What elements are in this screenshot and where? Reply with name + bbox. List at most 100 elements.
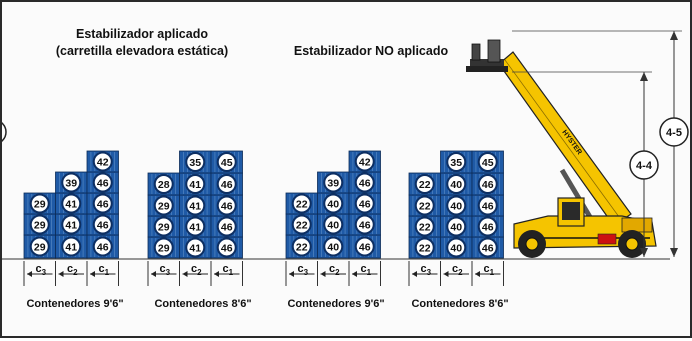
weight-badge [185,216,206,237]
weight-badge [477,174,498,194]
caption-stack-3: Contenedores 9'6" [287,298,384,310]
row-label-c3: c3 [297,263,308,277]
weight-badge [61,214,82,235]
weight-badge [414,216,435,237]
container: 22 [408,215,441,238]
weight-label: 40 [327,199,339,211]
weight-label: 46 [97,220,109,232]
row-label-c1: c1 [483,263,494,277]
container: 22 [285,234,318,259]
weight-badge [354,172,375,193]
weight-badge [216,152,237,172]
container: 28 [147,172,180,196]
weight-badge [185,152,206,172]
weight-badge [216,216,237,237]
weight-label: 35 [189,157,201,169]
container: 46 [210,236,243,259]
container: 41 [179,215,212,238]
weight-badge [477,152,498,172]
container: 40 [317,213,350,236]
container: 41 [55,213,88,236]
container: 22 [285,213,318,236]
container: 46 [348,171,381,194]
weight-label: 29 [34,220,46,232]
weight-label: 46 [359,242,371,254]
weight-badge [216,174,237,194]
weight-label: 22 [296,199,308,211]
spreader [466,39,508,72]
weight-label: 41 [65,199,77,211]
weight-badge [92,236,113,257]
container: 41 [179,236,212,259]
weight-label: 29 [34,199,46,211]
container: 46 [348,192,381,215]
weight-label: 40 [450,222,462,234]
weight-label: 41 [189,243,201,255]
weight-badge [29,236,50,257]
weight-label: 46 [97,242,109,254]
weight-label: 42 [359,157,371,169]
weight-badge [354,193,375,214]
weight-label: 40 [450,201,462,213]
container: 29 [147,236,180,259]
left-edge-marker [0,120,7,144]
weight-badge [414,174,435,194]
weight-label: 29 [158,201,170,213]
container: 46 [210,215,243,238]
weight-badge [354,236,375,257]
row-label-c1: c1 [222,263,233,277]
weight-badge [414,195,435,216]
container: 41 [179,194,212,217]
weight-label: 46 [359,220,371,232]
row-label-c2: c2 [329,263,340,277]
weight-label: 40 [450,179,462,191]
reach-stacker: HYSTER [466,39,657,258]
heading-left-line2: (carretilla elevadora estática) [56,44,228,58]
heading-right: Estabilizador NO aplicado [294,44,449,58]
container: 39 [55,171,88,194]
container: 45 [471,150,504,174]
weight-label: 42 [97,157,109,169]
dimension-outer-label: 4-5 [666,127,682,139]
weight-badge [291,214,312,235]
row-marker-group: c3 c2 c1 [147,261,243,286]
weight-label: 46 [482,222,494,234]
dimension-outer-badge [659,117,689,147]
caption-stack-4: Contenedores 8'6" [411,298,508,310]
row-label-c2: c2 [452,263,463,277]
container: 29 [23,234,56,259]
weight-badge [446,174,467,194]
lift-cylinder [559,168,593,219]
weight-label: 46 [221,243,233,255]
container: 22 [408,236,441,259]
weight-label: 41 [65,220,77,232]
caption-stack-1: Contenedores 9'6" [26,298,123,310]
row-label-c2: c2 [191,263,202,277]
container: 29 [23,192,56,215]
container: 22 [408,194,441,217]
weight-badge [92,193,113,214]
container: 42 [348,150,381,173]
weight-label: 46 [482,179,494,191]
weight-label: 41 [65,242,77,254]
weight-label: 45 [221,157,233,169]
weight-badge [216,237,237,258]
weight-badge [291,193,312,214]
weight-label: 46 [221,179,233,191]
container: 40 [440,215,473,238]
dimension-inner-label: 4-4 [636,160,653,172]
row-label-c3: c3 [159,263,170,277]
weight-badge [446,195,467,216]
container: 46 [348,213,381,236]
weight-label: 40 [327,220,339,232]
weight-badge [477,216,498,237]
weight-badge [446,152,467,172]
weight-badge [185,174,206,194]
weight-label: 22 [419,243,431,255]
weight-label: 29 [158,243,170,255]
weight-label: 29 [34,242,46,254]
weight-label: 40 [450,243,462,255]
weight-badge [92,151,113,172]
